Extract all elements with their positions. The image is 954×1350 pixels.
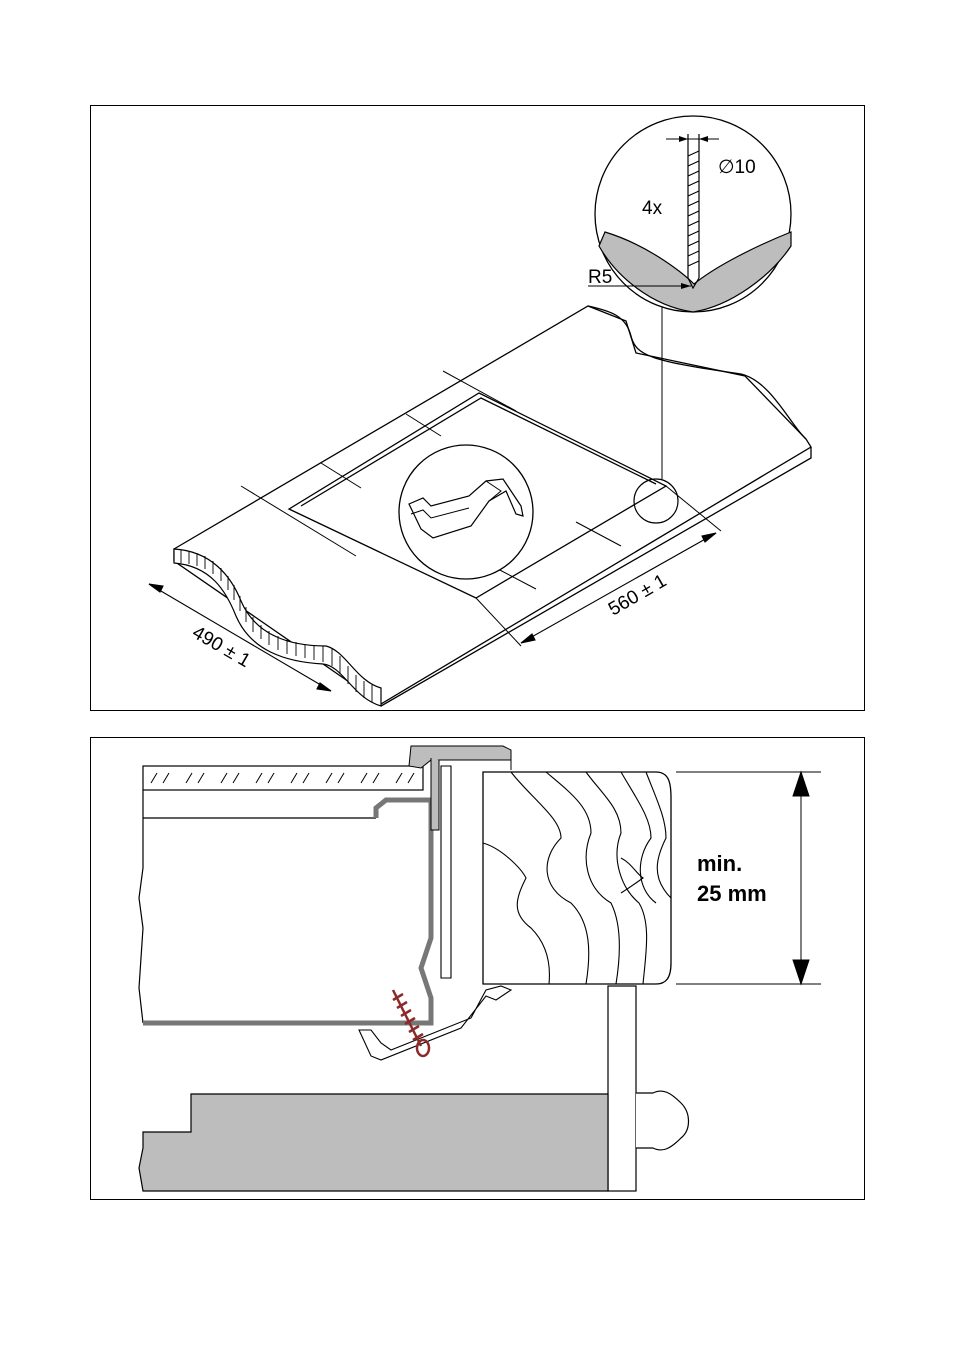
width-dimension-label: 560 ± 1 [605,571,670,621]
cutout-diagram: 490 ± 1 560 ± 1 ∅10 [91,106,866,712]
section-diagram-panel: min. 25 mm [90,737,865,1200]
drill-detail [588,116,791,312]
glass-top [143,766,423,790]
thickness-label: 25 mm [697,881,767,906]
drawer-handle [636,1091,689,1150]
drawer [139,986,689,1191]
edge-profile [409,746,511,770]
radius-label: R5 [588,267,612,288]
thickness-dimension [676,772,821,984]
section-diagram: min. 25 mm [91,738,866,1201]
clip-detail [399,445,533,579]
profile-leg [431,758,439,830]
count-label: 4x [642,198,663,219]
cutout-diagram-panel: 490 ± 1 560 ± 1 ∅10 [90,105,865,711]
mounting-bracket [441,766,451,978]
wood-worktop [483,772,671,984]
hob-housing [139,790,431,1023]
min-label: min. [697,851,742,876]
drill-diameter-label: ∅10 [718,157,756,178]
